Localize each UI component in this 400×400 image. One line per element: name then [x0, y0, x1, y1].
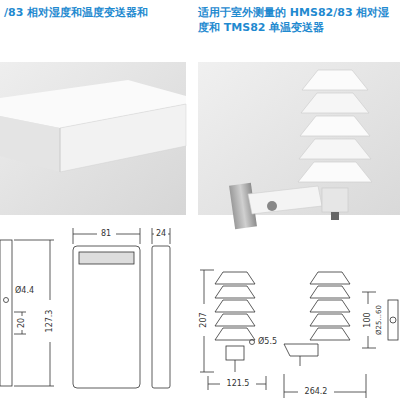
- device-side: [0, 116, 60, 172]
- shield-outline: [310, 314, 350, 326]
- dimension-drawing: [200, 270, 398, 398]
- dimension-label: 264.2: [304, 388, 329, 397]
- dimension-label: Ø5.5: [257, 338, 278, 347]
- dimension-label: Ø25...60: [376, 304, 384, 336]
- shield-outline: [310, 328, 350, 340]
- dimension-label: 20: [18, 317, 27, 329]
- dimension-label: 121.5: [226, 380, 251, 389]
- mount-arm: [248, 186, 322, 214]
- dimension-label: 127.3: [46, 309, 55, 334]
- shield-plate: [302, 70, 368, 90]
- radiation-shield: [298, 70, 372, 182]
- dimension-label: 207: [200, 311, 209, 328]
- shield-outline: [215, 300, 255, 312]
- device-front: [60, 104, 186, 172]
- dimension-label: 100: [364, 311, 373, 328]
- shield-outline: [310, 286, 350, 298]
- shield-plate: [300, 116, 370, 136]
- shield-plate: [301, 93, 369, 113]
- shield-outline: [215, 272, 255, 284]
- section-heading: /83 相对湿度和温度变送器和: [3, 6, 149, 21]
- dimension-label: 24: [155, 230, 167, 239]
- section-heading: 适用于室外测量的 HMS82/83 相对湿度和 TMS82 单温变送器: [197, 6, 399, 36]
- shield-plate: [298, 162, 372, 182]
- shield-outline: [215, 328, 255, 340]
- shield-outline: [215, 314, 255, 326]
- shield-outline: [215, 286, 255, 298]
- dimension-label: 81: [100, 230, 112, 239]
- shield-outline: [310, 300, 350, 312]
- shield-outline: [310, 272, 350, 284]
- shield-plate: [299, 139, 371, 159]
- dimension-drawing: [0, 228, 170, 388]
- dimension-label: Ø4.4: [14, 287, 35, 296]
- photo-ground: [198, 62, 400, 215]
- photo-ground: [0, 62, 186, 215]
